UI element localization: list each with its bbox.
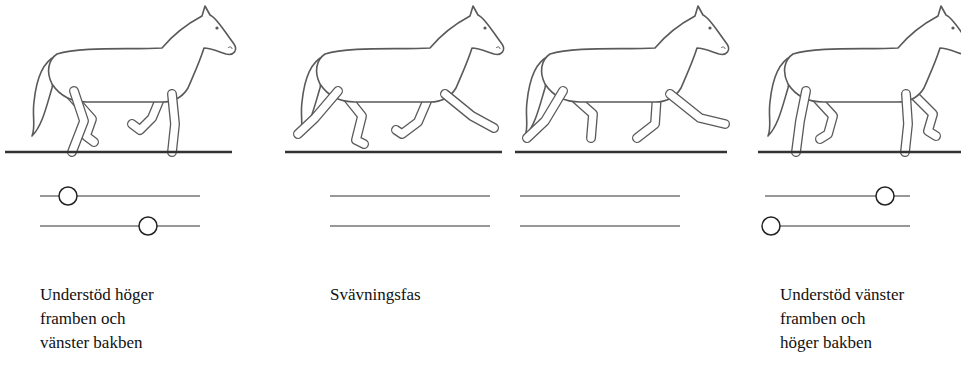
support-diagram — [40, 187, 910, 235]
ground-line — [5, 152, 961, 153]
caption-text: Svävningsfas — [330, 283, 490, 307]
horse-sketch — [768, 6, 961, 152]
support-diagram — [765, 225, 910, 226]
horse-sketch — [72, 91, 84, 152]
horse-sketch — [905, 94, 908, 152]
horse-sketch — [905, 94, 908, 152]
horse-sketch — [72, 91, 84, 152]
horse-sketch — [796, 91, 806, 152]
ground-line — [758, 151, 961, 154]
support-diagram — [520, 225, 680, 226]
horse-sketch — [298, 6, 504, 144]
horse-sketch — [298, 91, 338, 134]
horse-sketch — [525, 6, 729, 138]
support-diagram — [330, 225, 490, 226]
support-diagram — [40, 225, 200, 226]
support-diagram — [139, 217, 157, 235]
horse-sketch — [527, 91, 563, 138]
horse-sketch — [913, 94, 936, 136]
horse-sketch — [32, 6, 236, 136]
ground-line — [5, 151, 232, 154]
horse-sketch — [32, 6, 236, 152]
support-diagram — [520, 195, 680, 196]
support-diagram — [330, 195, 490, 196]
horse-sketch — [527, 91, 563, 138]
horse-sketch — [300, 6, 504, 136]
horse-sketch — [913, 94, 936, 136]
horse-sketch — [796, 91, 806, 152]
horse-sketch — [445, 94, 494, 128]
horse-sketch — [670, 94, 725, 124]
ground-line — [515, 151, 727, 154]
ground-line — [285, 151, 502, 154]
support-diagram — [762, 217, 780, 235]
horse-sketch — [445, 94, 494, 128]
horse-sketch — [172, 94, 175, 152]
horse-sketch — [298, 91, 338, 134]
support-diagram — [876, 187, 894, 205]
horse-sketch — [172, 94, 175, 152]
support-diagram — [59, 187, 77, 205]
horse-sketch — [670, 94, 725, 124]
caption-text: Understöd vänster framben och höger bakb… — [780, 283, 906, 355]
caption-text: Understöd höger framben och vänster bakb… — [40, 283, 166, 355]
horse-sketch — [525, 6, 729, 136]
